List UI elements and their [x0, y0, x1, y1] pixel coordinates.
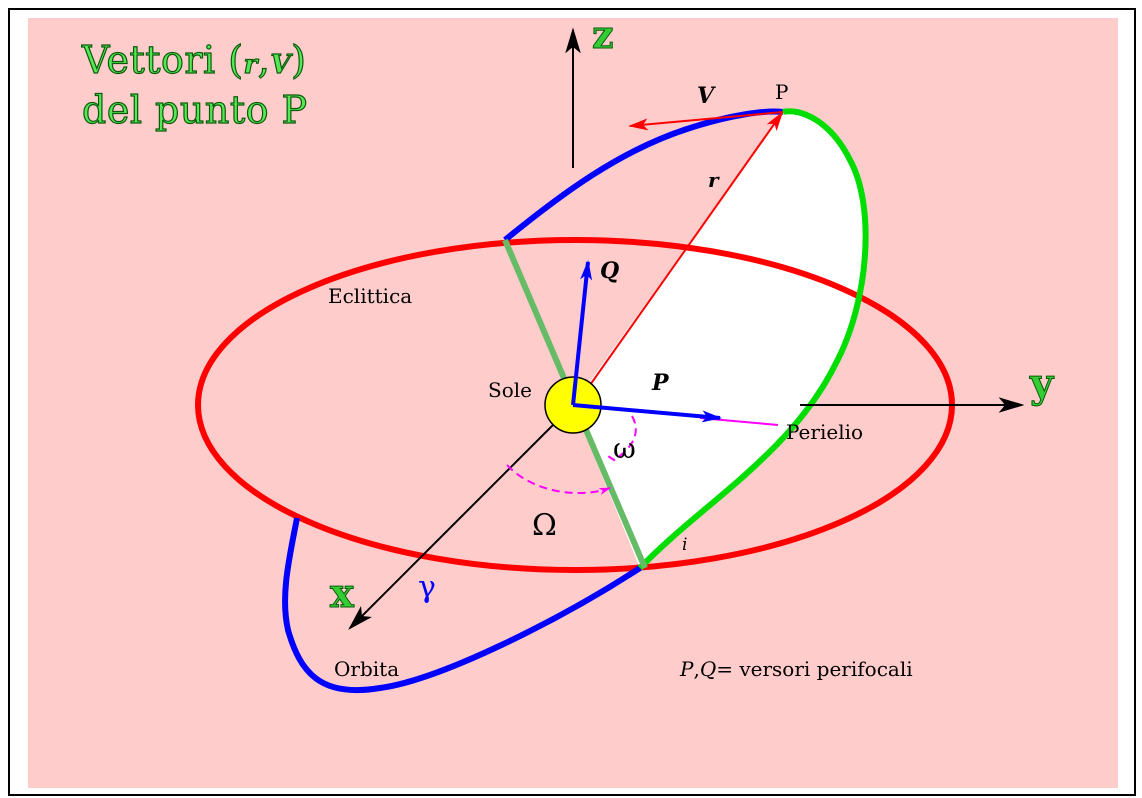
orbit-plane-sector	[573, 111, 866, 569]
omega-big-label: Ω	[532, 508, 557, 543]
v-vector-arrow	[628, 111, 784, 131]
orbit-upper-blue-arc	[503, 108, 784, 243]
r-vector-label: r	[708, 168, 719, 192]
orbit-upper-green-arc	[637, 108, 869, 571]
r-vector-arrow	[589, 111, 784, 386]
big-omega-angle-arc	[506, 464, 612, 495]
footnote: P,Q= versori perifocali	[680, 657, 913, 681]
omega-small-label: ω	[613, 432, 636, 465]
sun-label: Sole	[488, 378, 532, 402]
orbit-label: Orbita	[334, 657, 400, 681]
z-axis-label: z	[592, 12, 615, 58]
perihelion-label: Perielio	[786, 420, 864, 444]
title-line-1: Vettori (r,V)	[81, 37, 307, 82]
p-vector-arrow	[572, 403, 722, 423]
footnote-p-symbol: P	[680, 657, 694, 681]
orbit-lower-arc	[282, 517, 642, 694]
footnote-q-symbol: Q	[699, 657, 717, 681]
q-vector-arrow	[571, 260, 593, 406]
omega-angle-arc	[607, 415, 637, 462]
x-axis-label: x	[330, 570, 355, 618]
q-vector-label: Q	[600, 258, 620, 284]
p-vector-label: P	[652, 370, 669, 396]
footnote-text: = versori perifocali	[716, 657, 913, 681]
ecliptic-label: Eclittica	[328, 284, 413, 308]
y-axis-label: y	[1029, 360, 1054, 408]
gamma-label: γ	[418, 570, 436, 605]
inclination-label: i	[682, 535, 688, 555]
x-axis	[348, 404, 574, 630]
v-vector-label: V	[697, 83, 715, 109]
point-p-label: P	[775, 80, 789, 104]
title-line-2: del punto P	[81, 87, 308, 132]
